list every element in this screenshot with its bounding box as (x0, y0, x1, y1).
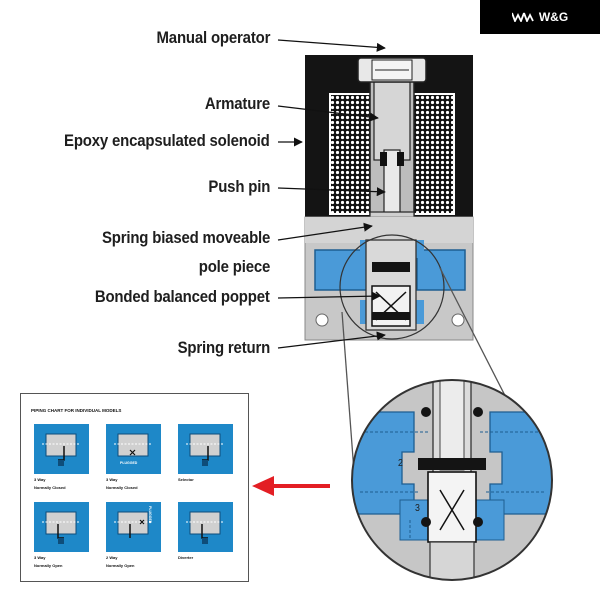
piping-cell-caption-1: 2 Way (106, 555, 118, 560)
piping-cell-note: PLUGGED (148, 506, 152, 524)
detail-port-3: 3 (415, 503, 420, 514)
piping-cell-caption-2: Normally Open (34, 563, 63, 568)
label-spring-return: Spring return (177, 338, 271, 357)
coil-left (329, 93, 373, 215)
piping-cell-diagram (178, 502, 233, 552)
label-spring-biased-line1: Spring biased moveable (101, 228, 270, 247)
piping-cell-caption-1: 3 Way (34, 477, 46, 482)
armature (373, 81, 411, 161)
piping-cell-caption-1: 3 Way (106, 477, 118, 482)
red-arrow (252, 476, 330, 496)
piping-cell-diagram (34, 424, 89, 474)
label-push-pin: Push pin (208, 177, 270, 196)
label-armature: Armature (204, 94, 270, 113)
brand-logo: W&G (480, 0, 600, 34)
leader-lines (277, 39, 386, 349)
detail-magnified (352, 380, 552, 580)
piping-chart-title: PIPING CHART FOR INDIVIDUAL MODELS (31, 408, 122, 413)
label-spring-biased-line2: pole piece (198, 257, 271, 276)
valve-body (304, 216, 474, 341)
detail-circle-outline (351, 379, 553, 581)
piping-cell-caption-1: Diverter (178, 555, 194, 560)
piping-cell: 3 Way Normally Closed (34, 424, 94, 490)
piping-cell-diagram (34, 502, 89, 552)
piping-cell: PLUGGED 2 Way Normally Open (106, 502, 166, 568)
label-epoxy-solenoid: Epoxy encapsulated solenoid (64, 131, 270, 150)
zoom-source-circle (339, 234, 445, 340)
coil-right (411, 93, 455, 215)
piping-cell-caption-2: Normally Closed (106, 485, 138, 490)
piping-cell-diagram (178, 424, 233, 474)
piping-cell-caption-2: Normally Open (106, 563, 135, 568)
piping-cell-diagram: PLUGGED (106, 502, 161, 552)
piping-cell-caption-1: Selector (178, 477, 194, 482)
logo-mark-icon (511, 12, 534, 22)
piping-chart: PIPING CHART FOR INDIVIDUAL MODELS 3 Way… (20, 393, 249, 582)
piping-cell: Selector (178, 424, 238, 485)
logo-text: W&G (538, 10, 569, 24)
piping-cell-diagram: PLUGGED (106, 424, 161, 474)
label-manual-operator: Manual operator (156, 28, 270, 47)
piping-cell: Diverter (178, 502, 238, 563)
piping-cell: PLUGGED 3 Way Normally Closed (106, 424, 166, 490)
detail-port-2: 2 (398, 458, 403, 469)
label-bonded-poppet: Bonded balanced poppet (95, 287, 270, 306)
piping-cell-note: PLUGGED (120, 461, 138, 465)
piping-cell-caption-2: Normally Closed (34, 485, 66, 490)
piping-cell: 3 Way Normally Open (34, 502, 94, 568)
piping-cell-caption-1: 3 Way (34, 555, 46, 560)
manual-operator (357, 57, 427, 83)
